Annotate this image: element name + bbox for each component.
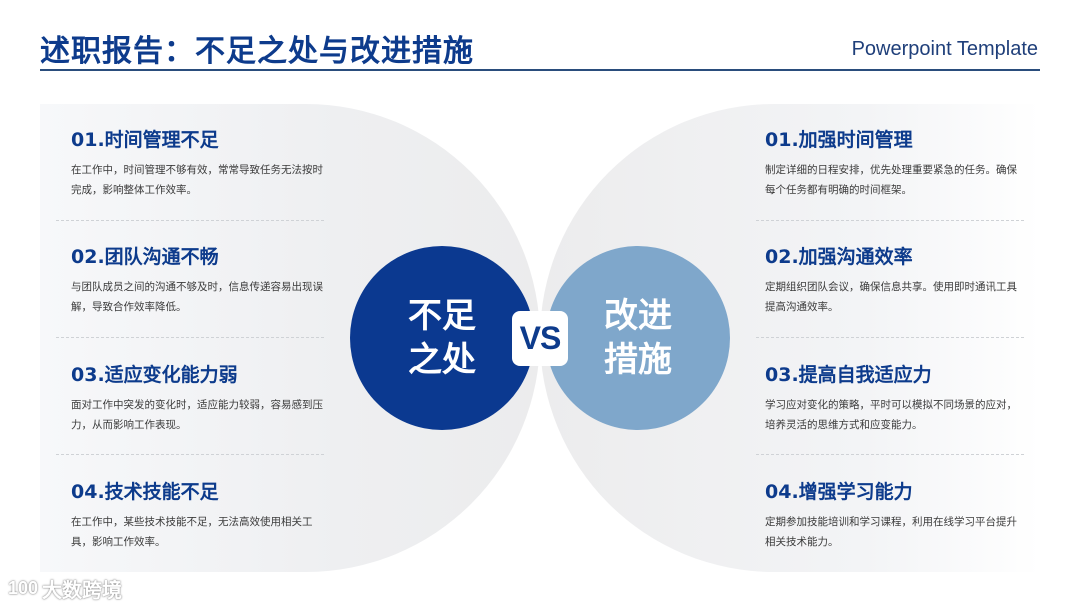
page-title: 述职报告：不足之处与改进措施 [40,34,474,69]
shortcoming-item-4: 04.技术技能不足 在工作中，某些技术技能不足，无法高效使用相关工具，影响工作效… [71,477,331,552]
circle-label-line2: 措施 [604,340,672,380]
divider [756,220,1024,221]
item-description: 在工作中，某些技术技能不足，无法高效使用相关工具，影响工作效率。 [71,516,313,548]
shortcoming-item-2: 02.团队沟通不畅 与团队成员之间的沟通不够及时，信息传递容易出现误解，导致合作… [71,242,331,317]
shortcoming-item-1: 01.时间管理不足 在工作中，时间管理不够有效，常常导致任务无法按时完成，影响整… [71,125,331,200]
watermark-logo-icon: 100 [8,578,39,598]
item-description: 面对工作中突发的变化时，适应能力较弱，容易感到压力，从而影响工作表现。 [71,399,323,431]
improvement-item-3: 03.提高自我适应力 学习应对变化的策略，平时可以模拟不同场景的应对，培养灵活的… [765,360,1025,435]
watermark: 100 大数跨境 [8,574,122,603]
header-rule [40,69,1040,71]
divider [56,454,324,455]
item-title: 01.时间管理不足 [71,129,219,151]
item-title: 01.加强时间管理 [765,129,913,151]
watermark-text: 大数跨境 [42,578,123,602]
item-title: 04.技术技能不足 [71,481,219,503]
item-description: 制定详细的日程安排，优先处理重要紧急的任务。确保每个任务都有明确的时间框架。 [765,164,1017,196]
divider [756,337,1024,338]
item-title: 02.团队沟通不畅 [71,246,219,268]
improvement-item-4: 04.增强学习能力 定期参加技能培训和学习课程，利用在线学习平台提升相关技术能力… [765,477,1025,552]
item-description: 与团队成员之间的沟通不够及时，信息传递容易出现误解，导致合作效率降低。 [71,281,323,313]
item-description: 在工作中，时间管理不够有效，常常导致任务无法按时完成，影响整体工作效率。 [71,164,323,196]
item-description: 定期组织团队会议，确保信息共享。使用即时通讯工具提高沟通效率。 [765,281,1017,313]
item-description: 定期参加技能培训和学习课程，利用在线学习平台提升相关技术能力。 [765,516,1017,548]
template-subtitle: Powerpoint Template [851,38,1038,60]
circle-label-line2: 之处 [408,340,476,380]
improvement-item-2: 02.加强沟通效率 定期组织团队会议，确保信息共享。使用即时通讯工具提高沟通效率… [765,242,1025,317]
vs-badge: VS [512,311,568,366]
improvements-circle: 改进 措施 [546,246,730,430]
improvement-item-1: 01.加强时间管理 制定详细的日程安排，优先处理重要紧急的任务。确保每个任务都有… [765,125,1025,200]
circle-label-line1: 不足 [408,296,476,336]
divider [756,454,1024,455]
item-description: 学习应对变化的策略，平时可以模拟不同场景的应对，培养灵活的思维方式和应变能力。 [765,399,1017,431]
item-title: 04.增强学习能力 [765,481,913,503]
divider [56,220,324,221]
item-title: 02.加强沟通效率 [765,246,913,268]
item-title: 03.提高自我适应力 [765,364,932,386]
item-title: 03.适应变化能力弱 [71,364,238,386]
circle-label-line1: 改进 [604,296,672,336]
shortcomings-circle: 不足 之处 [350,246,534,430]
divider [56,337,324,338]
shortcoming-item-3: 03.适应变化能力弱 面对工作中突发的变化时，适应能力较弱，容易感到压力，从而影… [71,360,331,435]
